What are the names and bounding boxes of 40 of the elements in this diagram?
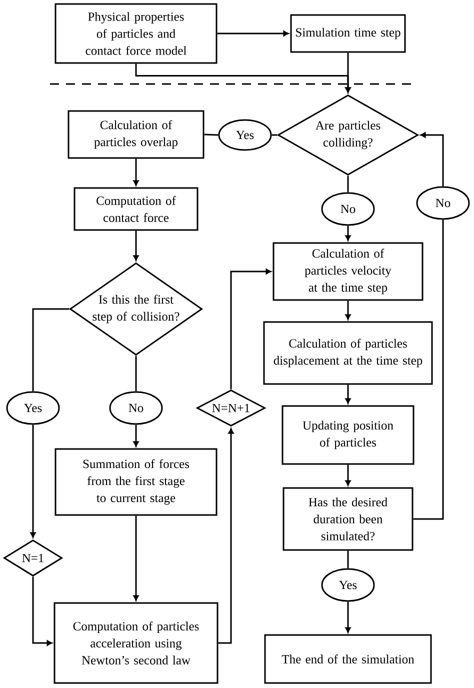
arrow [345, 52, 351, 93]
process-box: Updating position of particles [282, 405, 414, 465]
arrow [32, 576, 52, 646]
arrow [30, 424, 36, 538]
arrow [133, 230, 139, 261]
arrow [133, 516, 139, 601]
arrow [345, 602, 351, 633]
arrow [230, 268, 272, 390]
arrow [218, 428, 234, 644]
arrow [345, 384, 351, 404]
connector-line [347, 176, 349, 192]
arrow [345, 464, 351, 486]
connector-line [347, 550, 349, 568]
arrow [420, 132, 444, 186]
process-box: Physical properties of particles and contact force model [54, 3, 218, 64]
answer-oval: No [109, 391, 163, 425]
arrow [345, 300, 351, 320]
arrow [217, 30, 289, 36]
answer-oval: No [321, 192, 375, 226]
arrow [133, 424, 139, 447]
process-box: Calculation of particles velocity at the time step [272, 242, 424, 301]
arrow [345, 226, 351, 241]
connector-line [413, 220, 444, 520]
connector-line [204, 134, 218, 136]
process-box: Summation of forces from the first stage to current stage [54, 448, 218, 516]
process-box: Calculation of particles displacement at the time step [263, 321, 433, 385]
arrow [133, 158, 139, 186]
answer-oval: No [416, 186, 470, 220]
answer-oval: Yes [218, 119, 272, 151]
answer-oval: Yes [321, 568, 375, 602]
connector-line [135, 356, 137, 392]
process-box: Computation of contact force [74, 187, 198, 231]
process-box: Computation of particles acceleration using Newton’s second law [54, 602, 218, 684]
process-box: The end of the simulation [264, 634, 432, 684]
process-box: Simulation time step [290, 14, 406, 53]
connector-line [272, 134, 278, 136]
process-box: Has the desired duration been simulated? [282, 487, 414, 551]
answer-oval: Yes [6, 391, 60, 425]
connector-line [32, 308, 70, 392]
process-box: Calculation of particles overlap [68, 110, 204, 159]
